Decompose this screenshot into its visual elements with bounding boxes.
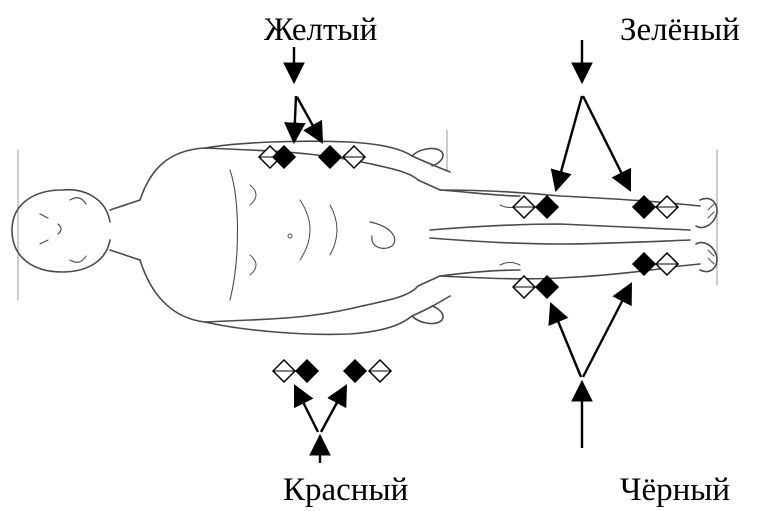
electrode-diamond-pair-icon [513,196,558,218]
electrode-diamond-pair-icon [344,360,391,382]
electrode-diamond-pair-icon [633,253,678,275]
leg-top-lower [430,224,690,230]
foot-top [696,198,717,227]
arrow-green-left [556,96,582,190]
human-figure [12,130,717,334]
foot-bottom [696,242,717,271]
arrow-black-right [583,284,631,377]
label-black: Чёрный [620,474,730,507]
torso-bottom [140,260,520,322]
face-eyes [40,214,48,244]
leg-bottom-upper [430,238,690,244]
arrow-green-right [583,96,630,190]
arm-bottom [205,296,450,334]
arrow-yellow-left [294,96,296,142]
label-yellow: Желтый [264,14,377,47]
abdomen [300,200,337,260]
label-green: Зелёный [620,14,740,47]
pointer-arrows [294,40,631,463]
electrode-markers [259,146,678,382]
ribs [250,185,256,275]
electrode-diamond-pair-icon [273,360,318,382]
face-nose [58,224,61,234]
arrow-red-right [321,386,346,432]
knee-marks [500,205,520,265]
chest-line [230,170,238,300]
label-red: Красный [283,474,408,507]
groin [370,222,395,248]
electrode-diamond-pair-icon [319,146,365,168]
electrode-diamond-pair-icon [633,196,678,218]
ear [70,198,86,263]
arrow-red-left [295,386,318,432]
navel [288,234,292,238]
arrow-black-left [551,304,581,377]
toes [708,204,714,264]
neck [110,200,140,260]
arrow-yellow-right [297,97,322,142]
electrode-diamond-pair-icon [259,146,295,168]
